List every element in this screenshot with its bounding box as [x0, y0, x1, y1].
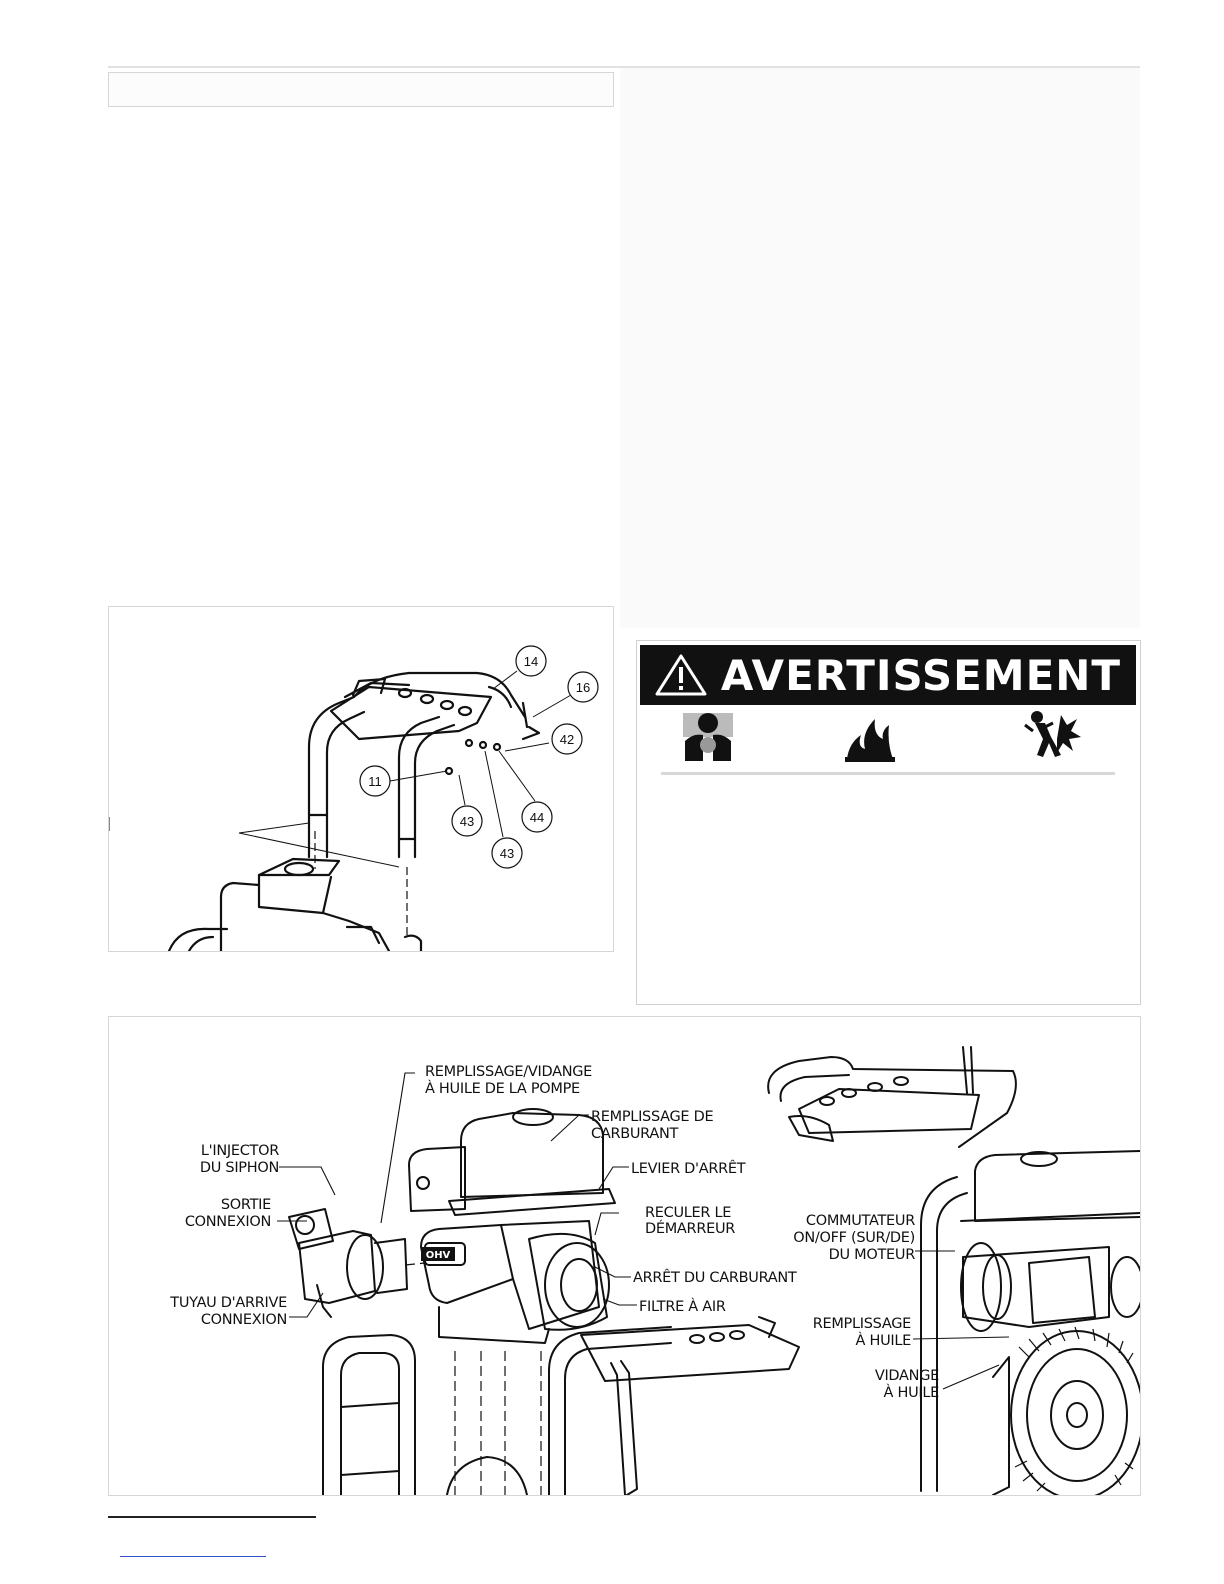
- ohv-badge: OHV: [426, 1250, 451, 1261]
- handle-assembly-figure: 14 16 42 11 43 44 43: [108, 606, 614, 952]
- warning-banner: AVERTISSEMENT: [640, 645, 1136, 705]
- footer-link-underline[interactable]: [120, 1556, 266, 1557]
- warning-divider: [661, 772, 1115, 775]
- label-oil-fill-line1: REMPLISSAGE: [813, 1316, 911, 1332]
- label-fuel-fill-line1: REMPLISSAGE DE: [591, 1109, 713, 1125]
- label-oil-drain-line2: À HUILE: [884, 1384, 940, 1401]
- label-engine-switch-line1: COMMUTATEUR: [806, 1213, 915, 1229]
- label-recoil-starter-line2: DÉMARREUR: [645, 1220, 735, 1237]
- label-outlet-connection-line2: CONNEXION: [185, 1214, 271, 1230]
- top-rule: [108, 66, 1140, 68]
- fire-hazard-icon: [845, 719, 895, 762]
- footnote-rule: [108, 1516, 316, 1518]
- warning-box: AVERTISSEMENT: [636, 640, 1141, 1005]
- callout-43-a: 43: [460, 814, 474, 829]
- callout-44: 44: [530, 810, 544, 825]
- right-column-background: [620, 68, 1140, 628]
- warning-triangle-icon: [655, 654, 707, 696]
- label-inlet-connection-line1: TUYAU D'ARRIVE: [169, 1295, 287, 1311]
- callout-42: 42: [560, 732, 574, 747]
- label-oil-drain-line1: VIDANGE: [875, 1368, 939, 1384]
- section-title-box: [108, 72, 614, 107]
- label-pump-oil-line2: À HUILE DE LA POMPE: [425, 1080, 580, 1097]
- explosion-hazard-icon: [1024, 711, 1081, 757]
- components-figure: OHV REMPLISSAGE/VIDANGE À HUILE DE LA PO…: [108, 1016, 1141, 1496]
- label-outlet-connection-line1: SORTIE: [221, 1197, 271, 1213]
- callout-14: 14: [524, 654, 538, 669]
- label-inlet-connection-line2: CONNEXION: [201, 1312, 287, 1328]
- callout-11: 11: [368, 774, 382, 789]
- label-recoil-starter-line1: RECULER LE: [645, 1205, 731, 1221]
- label-fuel-shutoff: ARRÊT DU CARBURANT: [633, 1268, 797, 1286]
- label-siphon-injector-line2: DU SIPHON: [200, 1160, 279, 1176]
- inhalation-hazard-icon: [683, 713, 733, 761]
- warning-title: AVERTISSEMENT: [720, 650, 1122, 700]
- label-engine-switch-line3: DU MOTEUR: [829, 1247, 916, 1263]
- handle-assembly-drawing: 14 16 42 11 43 44 43: [109, 645, 599, 951]
- label-siphon-injector-line1: L'INJECTOR: [201, 1143, 279, 1159]
- label-stop-lever: LEVIER D'ARRÊT: [631, 1159, 746, 1177]
- label-pump-oil-line1: REMPLISSAGE/VIDANGE: [425, 1064, 592, 1080]
- label-oil-fill-line2: À HUILE: [856, 1332, 912, 1349]
- callout-16: 16: [576, 680, 590, 695]
- label-fuel-fill-line2: CARBURANT: [591, 1126, 679, 1142]
- components-drawing: OHV REMPLISSAGE/VIDANGE À HUILE DE LA PO…: [169, 1046, 1140, 1495]
- label-air-filter: FILTRE À AIR: [639, 1298, 726, 1315]
- callout-43-b: 43: [500, 846, 514, 861]
- label-engine-switch-line2: ON/OFF (SUR/DE): [793, 1230, 915, 1246]
